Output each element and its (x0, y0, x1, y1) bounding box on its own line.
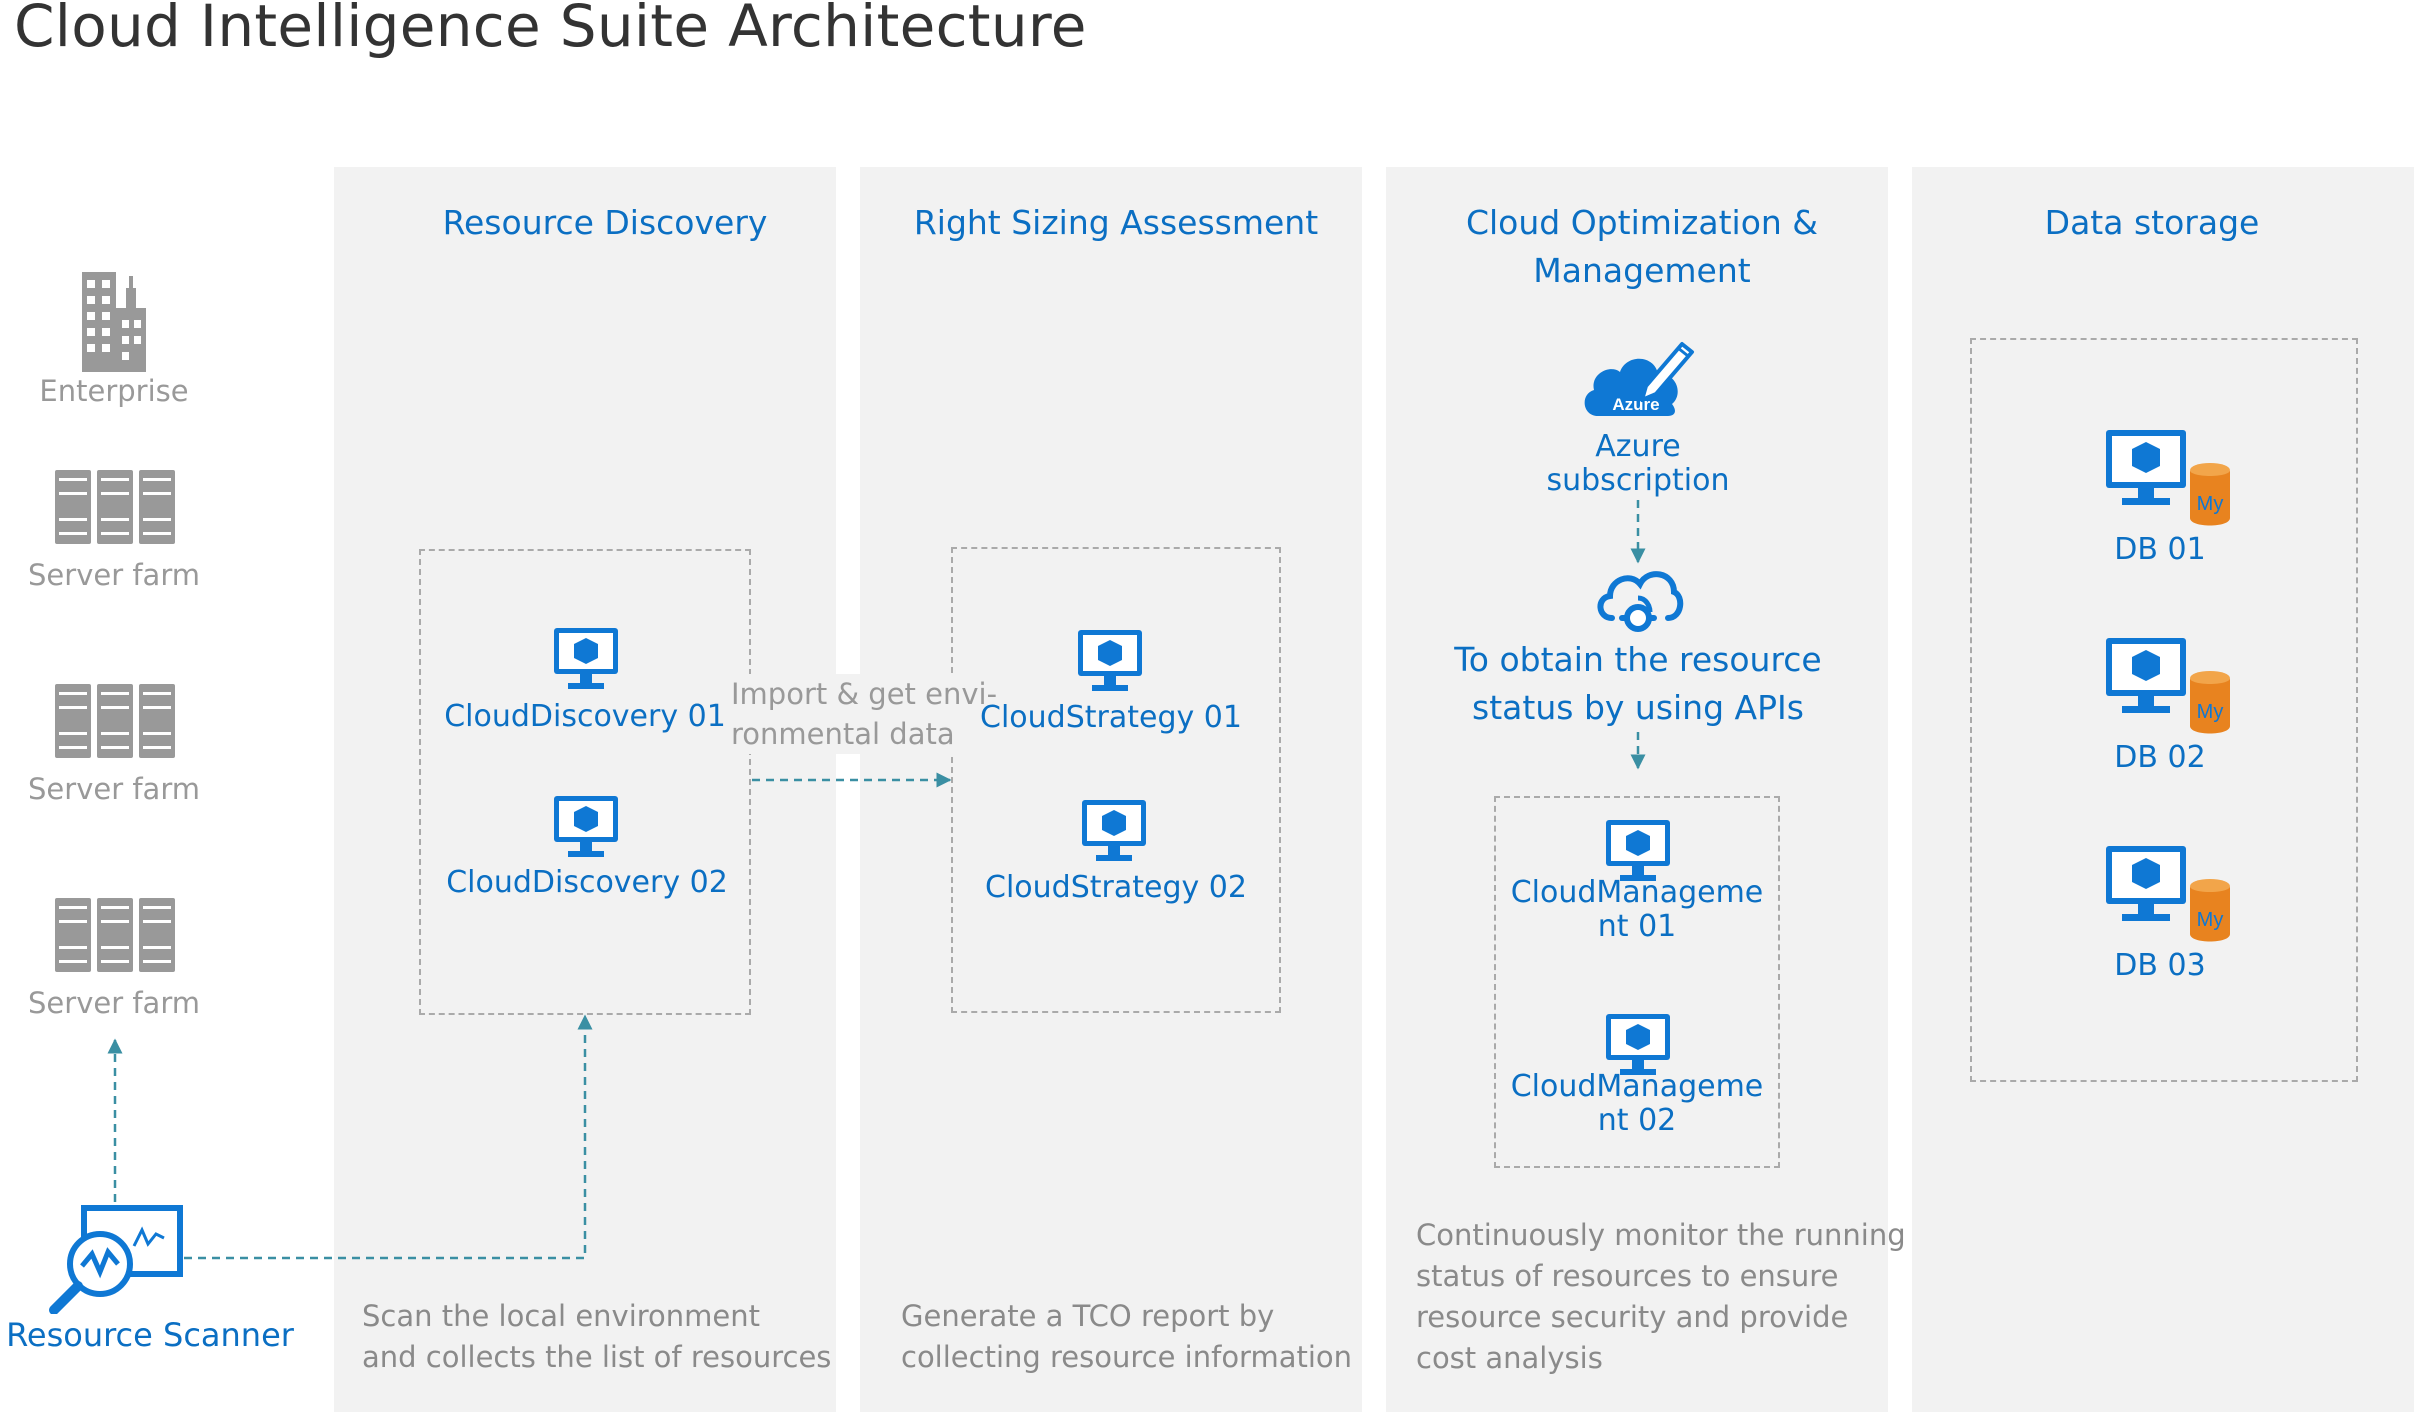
server-farm-label: Server farm (28, 986, 200, 1020)
description-line: Generate a TCO report by (901, 1299, 1275, 1333)
enterprise-label: Enterprise (39, 374, 189, 408)
mysql-db-icon: My (2106, 846, 2234, 950)
arrow-scanner-to-discovery (184, 1014, 593, 1260)
db-badge: My (2197, 909, 2224, 931)
enterprise-building-icon (78, 268, 150, 376)
db-badge: My (2197, 701, 2224, 723)
azure-cloud-icon: Azure (1580, 334, 1696, 422)
cloudstrategy-01-label: CloudStrategy 01 (980, 700, 1242, 735)
sizing-group (951, 547, 1281, 1013)
sizing-title: Right Sizing Assessment (913, 203, 1319, 242)
description-line: collecting resource information (901, 1340, 1353, 1374)
api-status-label: To obtain the resource status by using A… (1386, 636, 1890, 732)
cloudmanagement-02-label: CloudManageme nt 02 (1494, 1070, 1780, 1138)
edge-label-line: Import & get envi- (731, 677, 998, 711)
vm-icon (1078, 630, 1142, 696)
optimization-title: Cloud Optimization & Management (1386, 199, 1898, 295)
discovery-title: Resource Discovery (442, 203, 768, 242)
azure-label-line: subscription (1546, 463, 1730, 498)
description-line: Scan the local environment (362, 1299, 761, 1333)
db-01-label: DB 01 (2114, 532, 2206, 567)
optimization-description: Continuously monitor the running status … (1416, 1215, 1906, 1379)
sizing-description: Generate a TCO report by collecting reso… (901, 1296, 1352, 1378)
mgmt-label-line: nt 02 (1597, 1103, 1677, 1138)
description-line: status of resources to ensure (1416, 1259, 1839, 1293)
vm-icon (1082, 800, 1146, 866)
server-farm-icon (55, 468, 175, 548)
azure-label-line: Azure (1595, 429, 1681, 464)
description-line: Continuously monitor the running (1416, 1218, 1906, 1252)
discovery-description: Scan the local environment and collects … (362, 1296, 831, 1378)
resource-scanner-icon (48, 1204, 184, 1318)
management-group (1494, 796, 1780, 1168)
api-label-line: status by using APIs (1472, 688, 1804, 727)
mysql-db-icon: My (2106, 430, 2234, 534)
panel-data-storage (1912, 167, 2414, 1412)
azure-subscription-label: Azure subscription (1538, 430, 1738, 498)
server-farm-icon (55, 682, 175, 762)
mgmt-label-line: nt 01 (1597, 909, 1677, 944)
page-title: Cloud Intelligence Suite Architecture (14, 0, 1087, 60)
description-line: resource security and provide (1416, 1300, 1849, 1334)
optimization-title-line-1: Cloud Optimization & (1465, 203, 1819, 242)
clouddiscovery-02-label: CloudDiscovery 02 (446, 865, 728, 900)
server-farm-label: Server farm (28, 772, 200, 806)
edge-label-line: ronmental data (731, 717, 955, 751)
db-badge: My (2197, 493, 2224, 515)
server-farm-icon (55, 896, 175, 976)
cloud-api-icon (1592, 562, 1684, 644)
description-line: and collects the list of resources (362, 1340, 832, 1374)
discovery-group (419, 549, 751, 1015)
cloudstrategy-02-label: CloudStrategy 02 (985, 870, 1247, 905)
vm-icon (1606, 1014, 1670, 1080)
vm-icon (554, 796, 618, 862)
db-02-label: DB 02 (2114, 740, 2206, 775)
vm-icon (554, 628, 618, 694)
server-farm-label: Server farm (28, 558, 200, 592)
cloudmanagement-01-label: CloudManageme nt 01 (1494, 876, 1780, 944)
storage-title: Data storage (2044, 203, 2260, 242)
mgmt-label-line: CloudManageme (1510, 1069, 1764, 1104)
storage-group (1970, 338, 2358, 1082)
api-label-line: To obtain the resource (1454, 640, 1822, 679)
panel-right-sizing (860, 167, 1362, 1412)
description-line: cost analysis (1416, 1341, 1603, 1375)
db-03-label: DB 03 (2114, 948, 2206, 983)
vm-icon (1606, 820, 1670, 886)
mysql-db-icon: My (2106, 638, 2234, 742)
azure-badge: Azure (1612, 395, 1659, 414)
clouddiscovery-01-label: CloudDiscovery 01 (444, 699, 726, 734)
mgmt-label-line: CloudManageme (1510, 875, 1764, 910)
edge-label-import: Import & get envi- ronmental data (731, 674, 998, 754)
resource-scanner-label: Resource Scanner (6, 1316, 294, 1354)
optimization-title-line-2: Management (1533, 251, 1751, 290)
